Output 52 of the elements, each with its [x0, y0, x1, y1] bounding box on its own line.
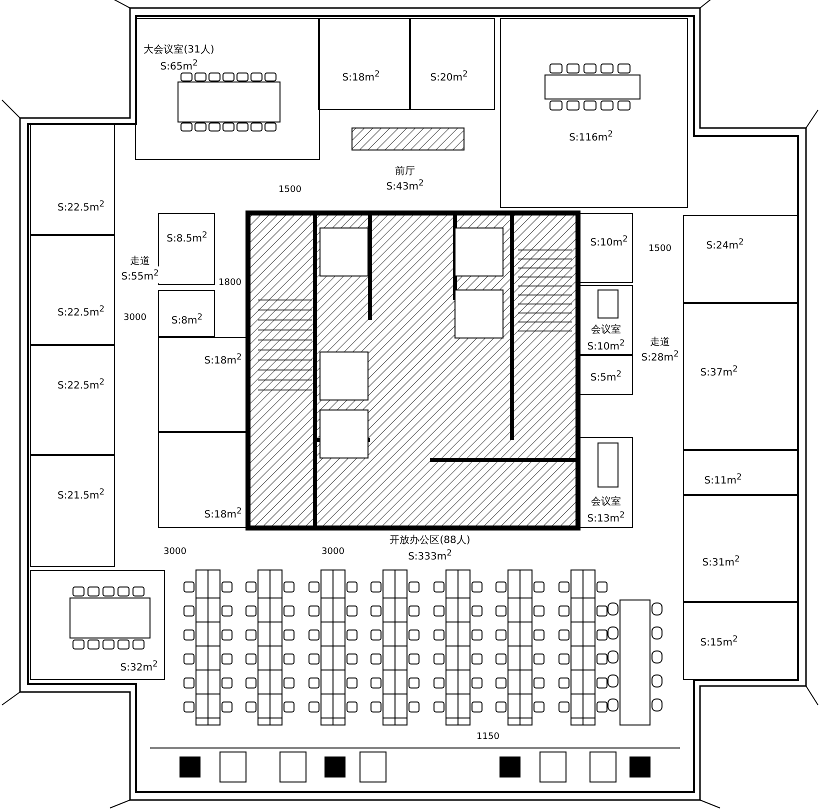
room-area: S:31m$^{2}$ [702, 552, 740, 570]
room-outline [683, 215, 798, 303]
room-area: S:116m$^{2}$ [569, 127, 613, 145]
room-outline [158, 290, 215, 337]
room-area: S:65m$^{2}$ [144, 56, 214, 74]
room-outline [158, 213, 215, 285]
room-name: 开放办公区(88人) [388, 535, 472, 547]
room-outline [30, 455, 115, 567]
room-outline [683, 303, 798, 450]
room-outline [578, 437, 633, 528]
room-outline [500, 18, 688, 208]
room-outline [158, 337, 248, 432]
room-area: S:22.5m$^{2}$ [57, 197, 105, 215]
room-area: S:32m$^{2}$ [120, 657, 158, 675]
room-outline [683, 450, 798, 495]
room-outline [578, 285, 633, 355]
room-outline [135, 18, 320, 160]
room-outline [578, 355, 633, 395]
room-area: S:22.5m$^{2}$ [57, 302, 105, 320]
room-name: 前厅 [394, 166, 416, 178]
room-area: S:37m$^{2}$ [700, 362, 738, 380]
room-area: S:18m$^{2}$ [204, 504, 242, 522]
room-area: S:11m$^{2}$ [704, 470, 742, 488]
room-area: S:55m$^{2}$ [120, 266, 160, 284]
room-outline [683, 495, 798, 602]
room-area: S:10m$^{2}$ [590, 232, 628, 250]
room-outline [683, 602, 798, 680]
room-outline [318, 18, 410, 110]
room-area: S:5m$^{2}$ [590, 367, 622, 385]
room-area: S:22.5m$^{2}$ [57, 375, 105, 393]
room-name: 会议室 [590, 496, 622, 508]
room-outline [30, 124, 115, 235]
room-area: S:24m$^{2}$ [706, 235, 744, 253]
room-area: S:18m$^{2}$ [204, 350, 242, 368]
corridor-name: 走道 [649, 337, 671, 349]
room-area: S:8m$^{2}$ [171, 310, 203, 328]
room-outline [30, 235, 115, 345]
room-outline [410, 18, 495, 110]
room-name: 会议室 [590, 324, 622, 336]
room-area: S:13m$^{2}$ [587, 508, 625, 526]
corridor-name: 走道 [129, 256, 151, 268]
room-outline [158, 432, 248, 528]
room-name: 大会议室(31人) [144, 44, 214, 56]
room-area: S:10m$^{2}$ [587, 336, 625, 354]
room-area: S:15m$^{2}$ [700, 632, 738, 650]
room-outline [30, 570, 165, 680]
room-area: S:18m$^{2}$ [342, 67, 380, 85]
room-area: S:21.5m$^{2}$ [57, 485, 105, 503]
room-area: S:8.5m$^{2}$ [166, 228, 208, 246]
room-outline [30, 345, 115, 455]
room-area: S:20m$^{2}$ [430, 67, 468, 85]
room-outline [578, 213, 633, 283]
